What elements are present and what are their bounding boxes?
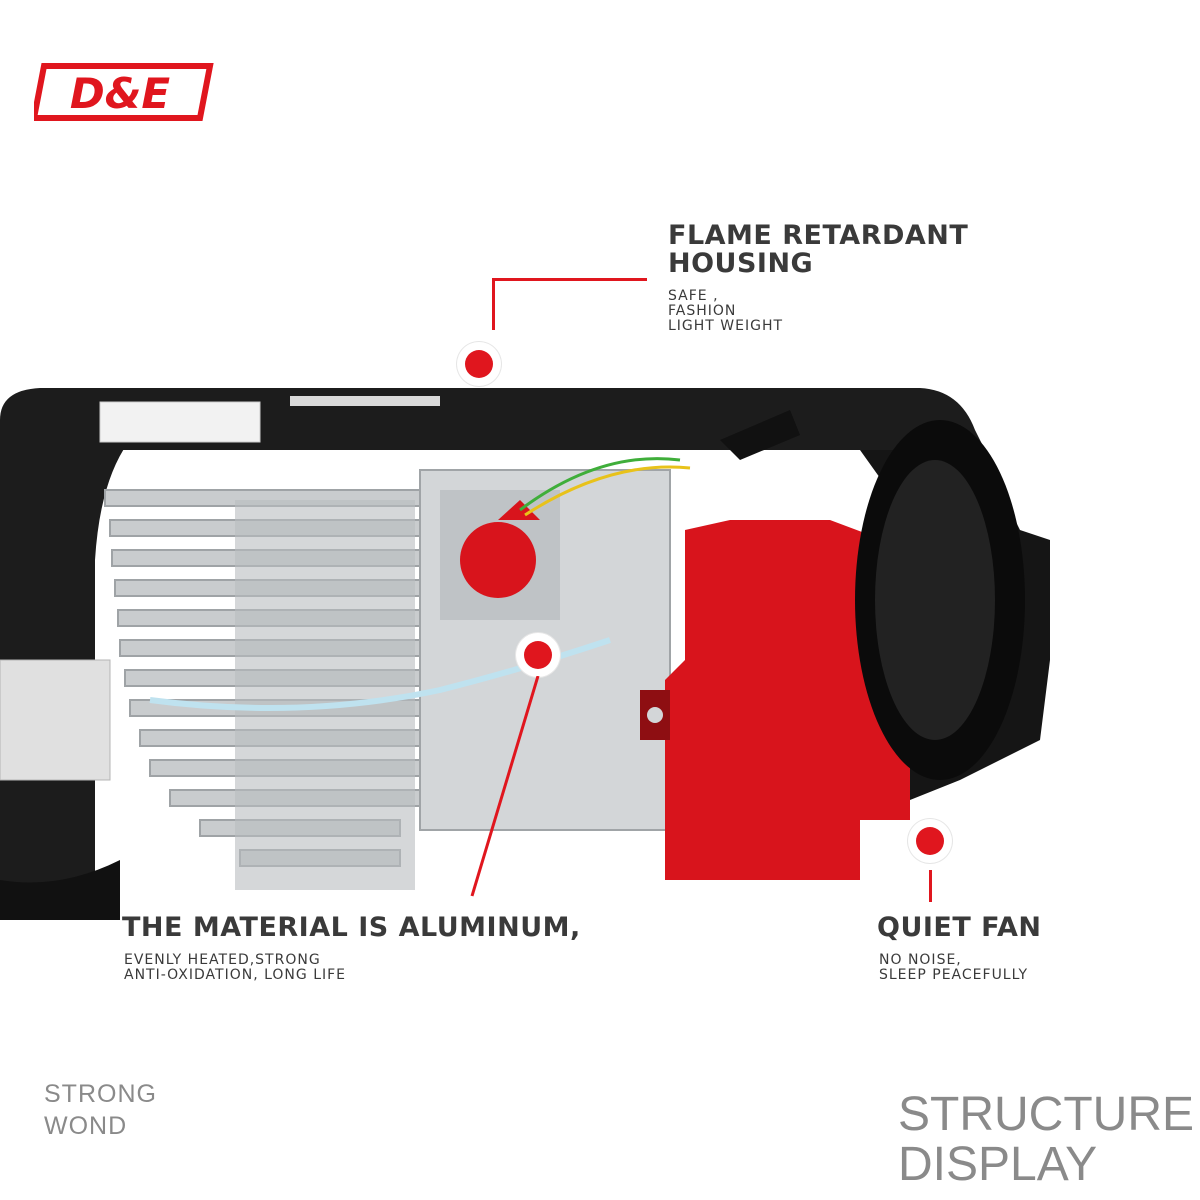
marker-dot xyxy=(916,827,944,855)
fan-marker xyxy=(908,819,952,863)
marker-dot xyxy=(465,350,493,378)
housing-title-line2: HOUSING xyxy=(668,248,814,279)
aluminum-features: EVENLY HEATED,STRONG ANTI-OXIDATION, LON… xyxy=(124,953,346,983)
housing-leader-line xyxy=(495,278,647,281)
fan-leader-line xyxy=(929,870,932,902)
housing-feature: LIGHT WEIGHT xyxy=(668,318,784,334)
aluminum-marker xyxy=(516,633,560,677)
housing-features: SAFE , FASHION LIGHT WEIGHT xyxy=(668,289,783,334)
housing-title-line1: FLAME RETARDANT xyxy=(668,220,969,251)
marker-dot xyxy=(524,641,552,669)
aluminum-feature: ANTI-OXIDATION, LONG LIFE xyxy=(124,967,347,983)
heater-product-image xyxy=(0,388,1050,920)
fan-feature: NO NOISE, xyxy=(879,952,962,968)
aluminum-title: THE MATERIAL IS ALUMINUM, xyxy=(122,912,581,943)
footer-right-text: STRUCTURE DISPLAY xyxy=(898,1090,1194,1190)
fan-title: QUIET FAN xyxy=(877,912,1042,943)
aluminum-feature: EVENLY HEATED,STRONG xyxy=(124,952,321,968)
housing-feature: FASHION xyxy=(668,303,737,319)
housing-marker xyxy=(457,342,501,386)
housing-leader-line xyxy=(492,278,495,330)
brand-logo: D&E xyxy=(34,63,214,121)
housing-feature: SAFE , xyxy=(668,288,719,304)
fan-feature: SLEEP PEACEFULLY xyxy=(879,967,1029,983)
footer-right-line1: STRUCTURE xyxy=(898,1088,1194,1141)
footer-right-line2: DISPLAY xyxy=(898,1138,1098,1191)
footer-left-line2: WOND xyxy=(44,1112,128,1140)
aluminum-leader-line xyxy=(470,676,540,897)
fan-features: NO NOISE, SLEEP PEACEFULLY xyxy=(879,953,1028,983)
footer-left-line1: STRONG xyxy=(44,1080,157,1108)
logo-text: D&E xyxy=(70,69,170,118)
footer-left-text: STRONG WOND xyxy=(44,1078,157,1142)
housing-title: FLAME RETARDANT HOUSING xyxy=(668,222,968,278)
